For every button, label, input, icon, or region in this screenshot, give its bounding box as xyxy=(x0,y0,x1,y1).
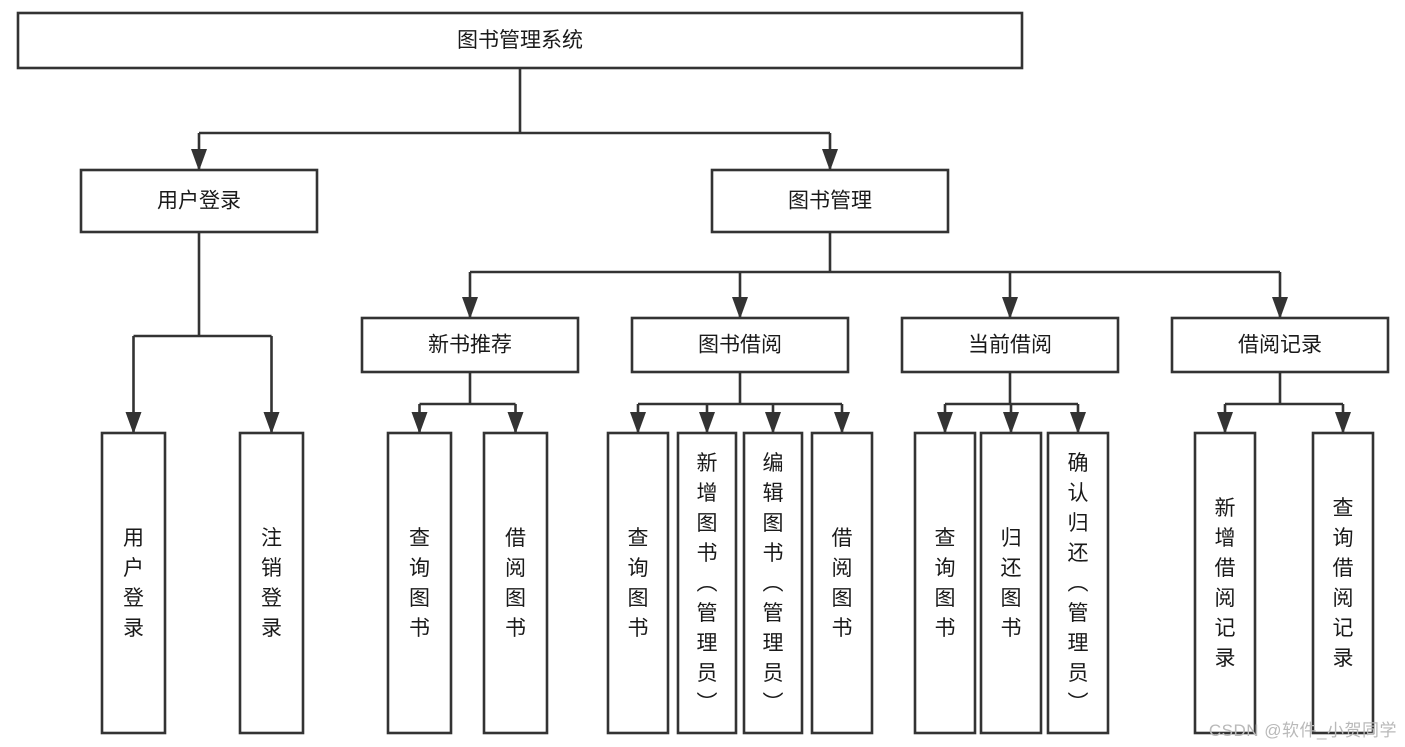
level1-node-label: 用户登录 xyxy=(157,190,241,213)
arrow-head-icon xyxy=(507,412,524,434)
arrow-head-icon xyxy=(630,412,646,434)
leaf-node-0[interactable]: 用户登录 xyxy=(100,431,167,735)
level2-node-label: 借阅记录 xyxy=(1238,334,1322,357)
leaf-node-2[interactable]: 查询图书 xyxy=(386,431,453,735)
leaf-node-12[interactable]: 查询借阅记录 xyxy=(1311,431,1375,735)
arrow-head-icon xyxy=(462,297,478,319)
leaf-node-box[interactable] xyxy=(100,431,167,735)
leaf-node-label: 注销登录 xyxy=(261,527,282,640)
leaf-node-label: 新增图书︵管理员︶ xyxy=(697,452,718,715)
arrow-head-icon xyxy=(732,297,748,319)
arrow-head-icon xyxy=(1272,297,1288,319)
level1-node-box[interactable] xyxy=(79,168,319,234)
arrow-head-icon xyxy=(1217,412,1233,434)
level2-node-2[interactable]: 当前借阅 xyxy=(900,316,1120,374)
leaf-node-box[interactable] xyxy=(979,431,1043,735)
level1-node-1[interactable]: 图书管理 xyxy=(710,168,950,234)
leaf-node-9[interactable]: 归还图书 xyxy=(979,431,1043,735)
leaf-node-box[interactable] xyxy=(606,431,670,735)
leaf-node-5[interactable]: 新增图书︵管理员︶ xyxy=(676,431,738,735)
leaf-node-label: 编辑图书︵管理员︶ xyxy=(763,452,784,715)
leaf-node-label: 归还图书 xyxy=(1001,527,1022,640)
leaf-node-label: 用户登录 xyxy=(123,527,144,640)
level2-node-0[interactable]: 新书推荐 xyxy=(360,316,580,374)
arrow-head-icon xyxy=(1003,412,1019,434)
arrow-head-icon xyxy=(699,412,715,434)
level2-node-1[interactable]: 图书借阅 xyxy=(630,316,850,374)
level2-node-label: 图书借阅 xyxy=(698,334,782,357)
leaf-node-box[interactable] xyxy=(238,431,305,735)
arrow-head-icon xyxy=(937,412,953,434)
level1-node-label: 图书管理 xyxy=(788,190,872,213)
arrow-head-icon xyxy=(822,149,838,171)
arrow-head-icon xyxy=(1070,412,1086,434)
arrow-head-icon xyxy=(411,412,428,434)
leaf-node-10[interactable]: 确认归还︵管理员︶ xyxy=(1046,431,1110,735)
connector-layer xyxy=(125,68,1351,434)
leaf-node-1[interactable]: 注销登录 xyxy=(238,431,305,735)
leaf-node-box[interactable] xyxy=(742,431,804,735)
csdn-watermark: CSDN @软件_小贺同学 xyxy=(1208,721,1397,740)
leaf-node-label: 查询借阅记录 xyxy=(1333,497,1354,670)
leaf-node-box[interactable] xyxy=(1046,431,1110,735)
leaf-node-box[interactable] xyxy=(1193,431,1257,735)
root-node-label: 图书管理系统 xyxy=(457,29,583,52)
leaf-node-7[interactable]: 借阅图书 xyxy=(810,431,874,735)
leaf-node-11[interactable]: 新增借阅记录 xyxy=(1193,431,1257,735)
leaf-node-label: 确认归还︵管理员︶ xyxy=(1068,452,1089,715)
leaf-node-box[interactable] xyxy=(1311,431,1375,735)
leaf-node-box[interactable] xyxy=(386,431,453,735)
arrow-head-icon xyxy=(1335,412,1351,434)
leaf-node-box[interactable] xyxy=(913,431,977,735)
leaf-node-label: 借阅图书 xyxy=(832,527,853,640)
leaf-node-3[interactable]: 借阅图书 xyxy=(482,431,549,735)
arrow-head-icon xyxy=(765,412,781,434)
arrow-head-icon xyxy=(125,412,142,434)
node-layer: 图书管理系统用户登录图书管理新书推荐图书借阅当前借阅借阅记录用户登录注销登录查询… xyxy=(16,11,1390,735)
level2-node-label: 新书推荐 xyxy=(428,334,512,357)
level2-node-box[interactable] xyxy=(630,316,850,374)
leaf-node-box[interactable] xyxy=(482,431,549,735)
arrow-head-icon xyxy=(191,149,207,171)
arrow-head-icon xyxy=(263,412,280,434)
leaf-node-label: 借阅图书 xyxy=(505,527,526,640)
level2-node-box[interactable] xyxy=(360,316,580,374)
leaf-node-8[interactable]: 查询图书 xyxy=(913,431,977,735)
root-node-box[interactable] xyxy=(16,11,1024,70)
leaf-node-box[interactable] xyxy=(676,431,738,735)
leaf-node-label: 查询图书 xyxy=(409,527,430,640)
arrow-head-icon xyxy=(1002,297,1018,319)
level2-node-3[interactable]: 借阅记录 xyxy=(1170,316,1390,374)
arrow-head-icon xyxy=(834,412,850,434)
level2-node-label: 当前借阅 xyxy=(968,334,1052,357)
leaf-node-label: 查询图书 xyxy=(628,527,649,640)
root-node-0[interactable]: 图书管理系统 xyxy=(16,11,1024,70)
level2-node-box[interactable] xyxy=(900,316,1120,374)
level2-node-box[interactable] xyxy=(1170,316,1390,374)
level1-node-box[interactable] xyxy=(710,168,950,234)
level1-node-0[interactable]: 用户登录 xyxy=(79,168,319,234)
leaf-node-4[interactable]: 查询图书 xyxy=(606,431,670,735)
leaf-node-label: 查询图书 xyxy=(935,527,956,640)
leaf-node-box[interactable] xyxy=(810,431,874,735)
leaf-node-6[interactable]: 编辑图书︵管理员︶ xyxy=(742,431,804,735)
leaf-node-label: 新增借阅记录 xyxy=(1215,497,1236,670)
